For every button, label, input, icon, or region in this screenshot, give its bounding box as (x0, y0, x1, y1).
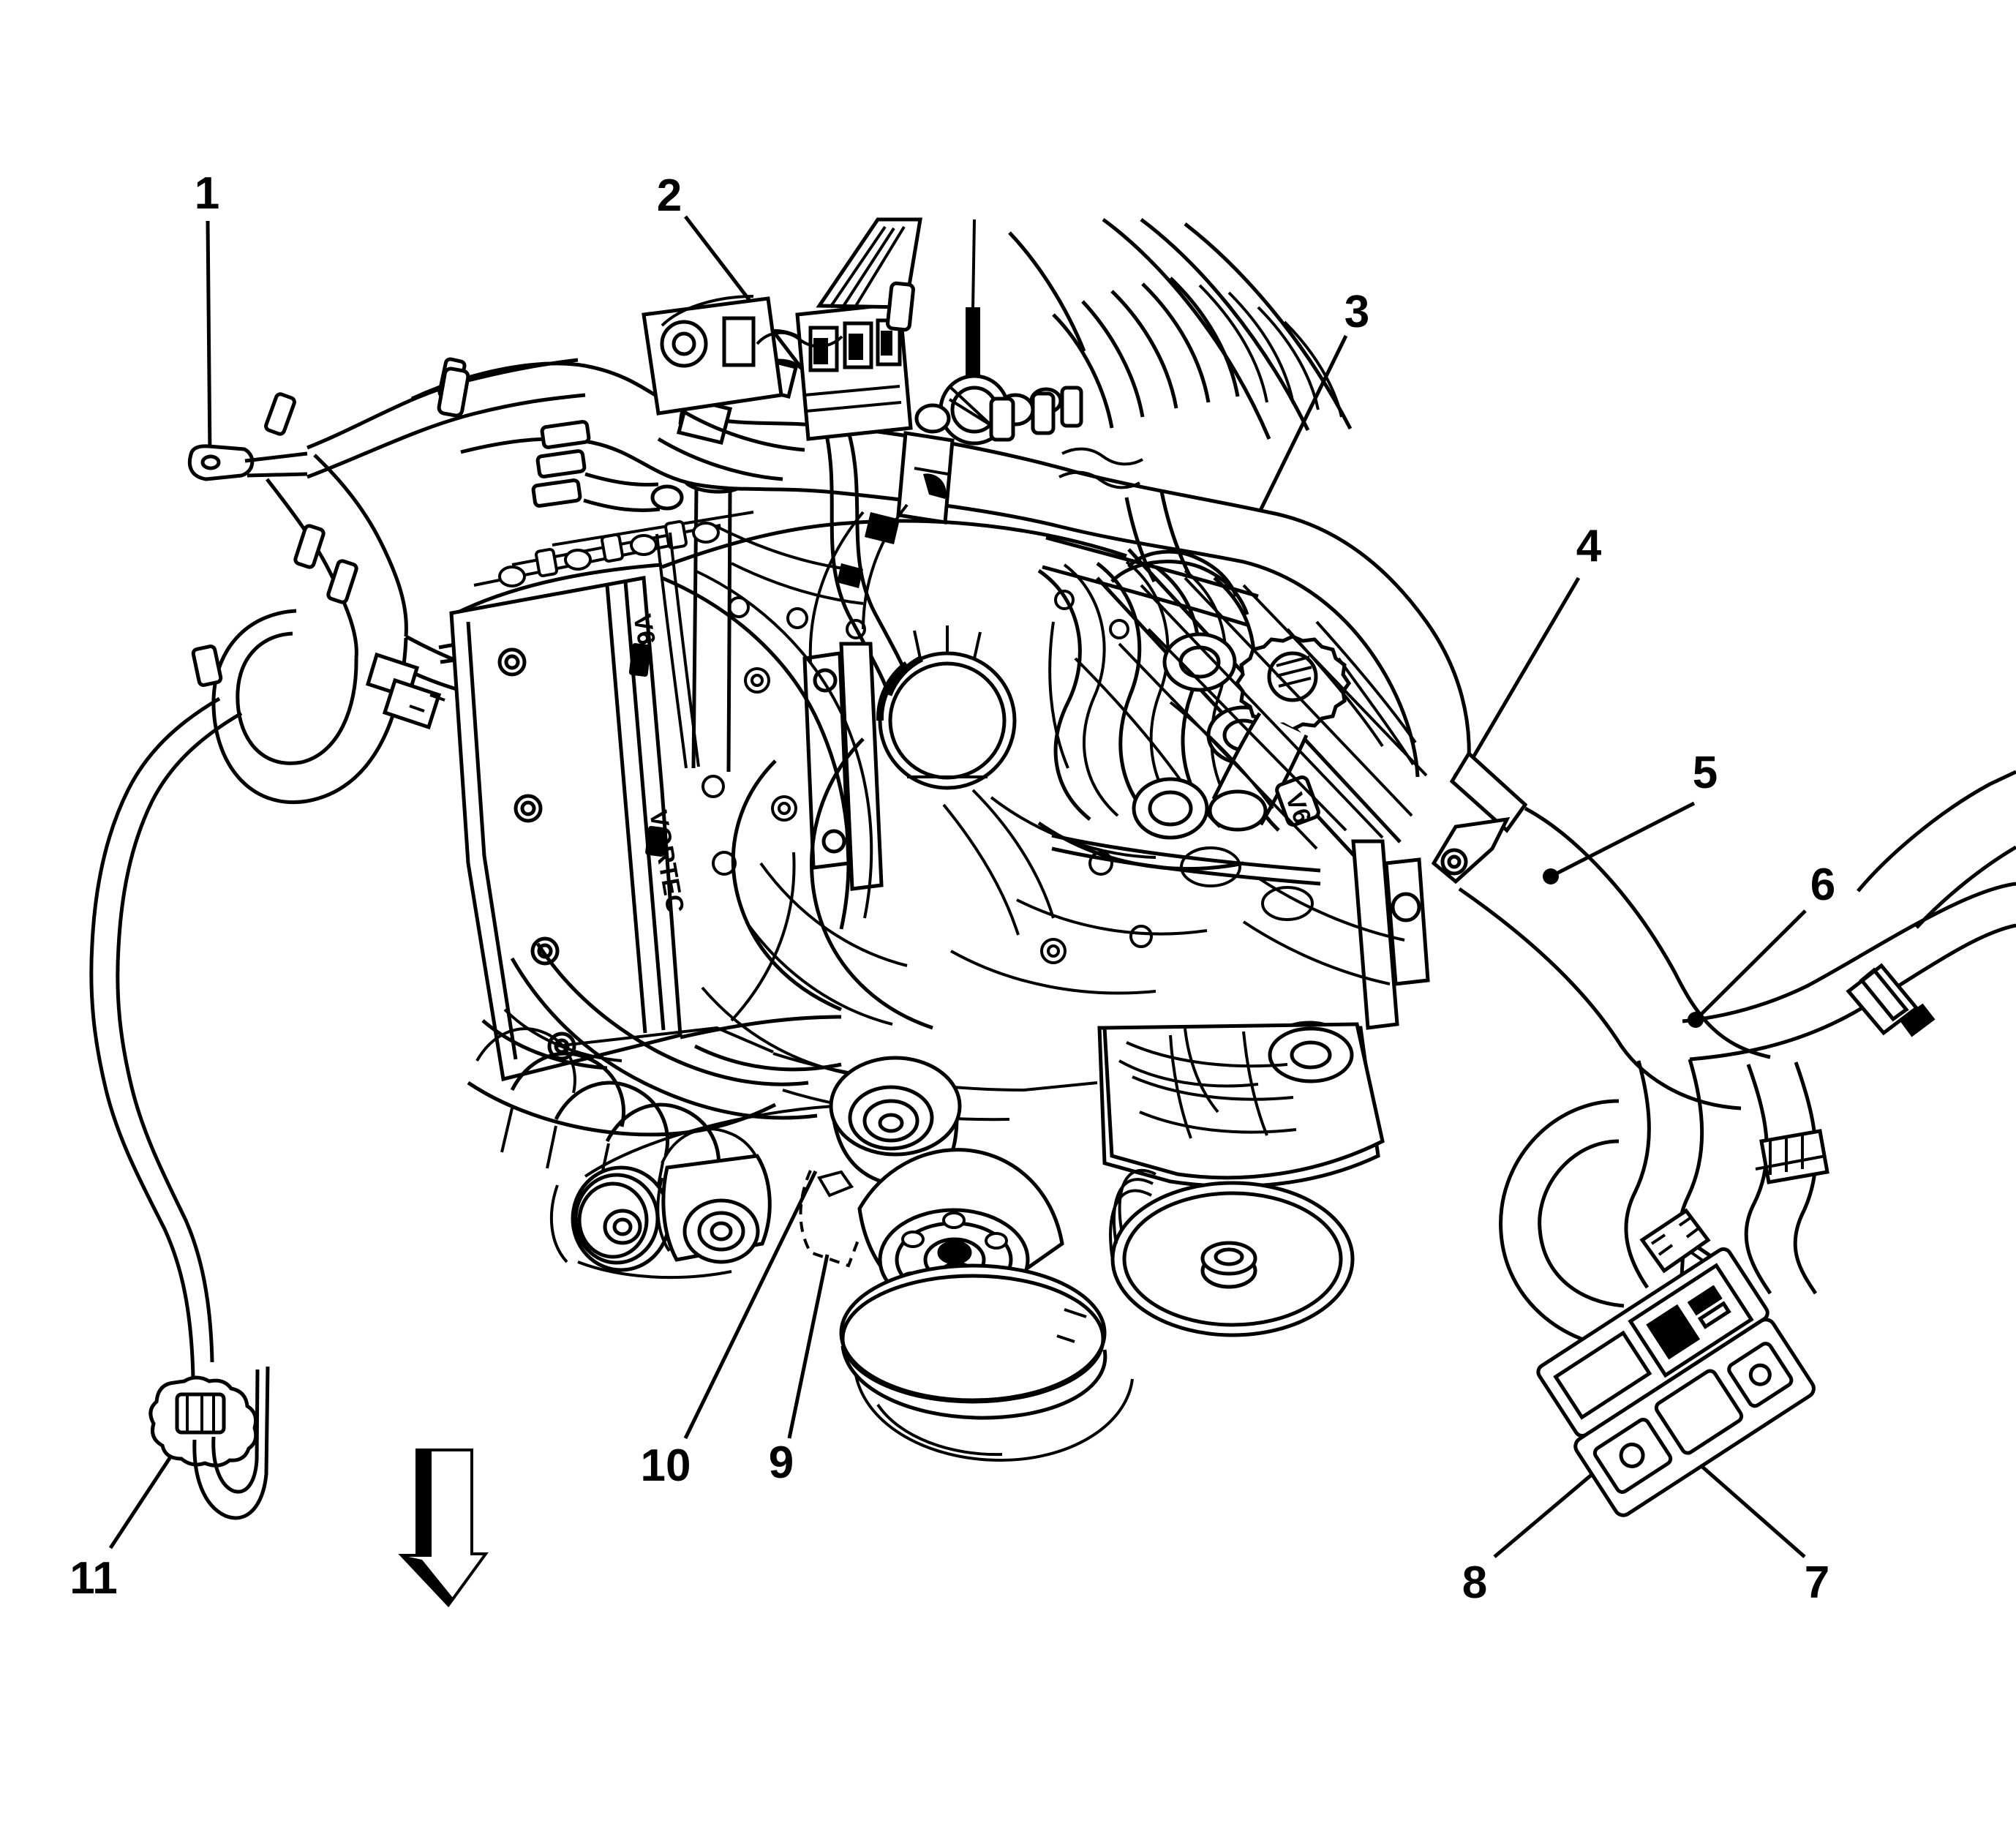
svg-text:9: 9 (769, 1438, 794, 1488)
svg-text:6: 6 (1810, 860, 1835, 910)
svg-text:3: 3 (1344, 287, 1369, 337)
svg-text:4: 4 (1576, 521, 1602, 571)
svg-text:7: 7 (1805, 1558, 1829, 1608)
svg-text:11: 11 (69, 1553, 118, 1604)
svg-text:10: 10 (641, 1440, 691, 1491)
svg-text:1: 1 (195, 168, 219, 219)
svg-text:2: 2 (657, 170, 682, 221)
svg-text:V6: V6 (628, 612, 661, 647)
svg-text:5: 5 (1693, 748, 1718, 798)
svg-text:8: 8 (1462, 1558, 1487, 1608)
